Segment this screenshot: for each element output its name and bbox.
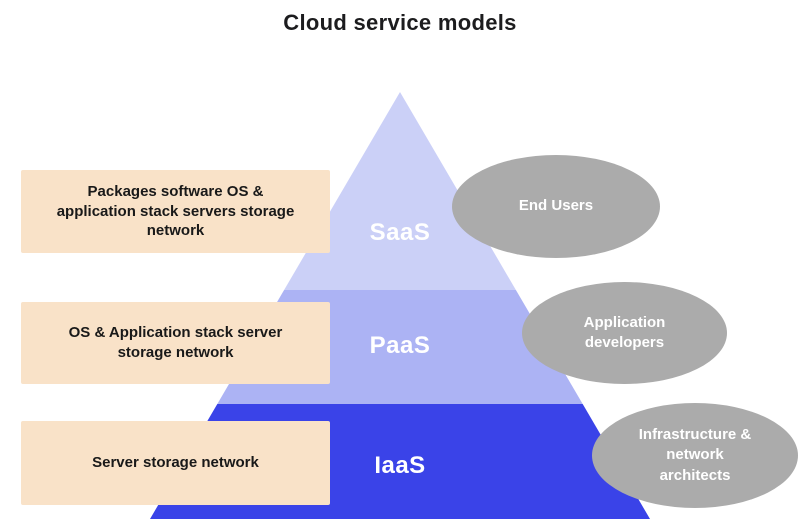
audience-line: architects	[659, 466, 731, 484]
description-line: Packages software OS &	[87, 182, 264, 200]
description-line: OS & Application stack server	[68, 324, 283, 342]
audience-ellipse-application-developers: Application developers	[522, 282, 727, 384]
audience-line: End Users	[518, 197, 594, 215]
description-line: network	[146, 222, 205, 240]
audience-line: Infrastructure &	[638, 426, 752, 444]
description-box-iaas: Server storage network	[21, 421, 330, 505]
description-line: storage network	[117, 344, 234, 361]
description-box-paas: OS & Application stack server storage ne…	[21, 302, 330, 384]
audience-ellipse-infrastructure-architects: Infrastructure & network architects	[592, 403, 798, 508]
description-line: Server storage network	[92, 454, 259, 472]
audience-line: network	[666, 446, 724, 464]
audience-line: developers	[584, 334, 665, 351]
pyramid-tier-saas-shape	[284, 92, 516, 290]
audience-ellipse-end-users: End Users	[452, 155, 660, 258]
description-box-saas: Packages software OS & application stack…	[21, 170, 330, 253]
tier-label-paas: PaaS	[369, 332, 431, 359]
tier-label-iaas: IaaS	[374, 452, 426, 479]
description-line: application stack servers storage	[56, 202, 295, 220]
audience-line: Application	[583, 313, 666, 331]
tier-label-saas: SaaS	[369, 219, 431, 246]
diagram-title: Cloud service models	[283, 10, 517, 35]
